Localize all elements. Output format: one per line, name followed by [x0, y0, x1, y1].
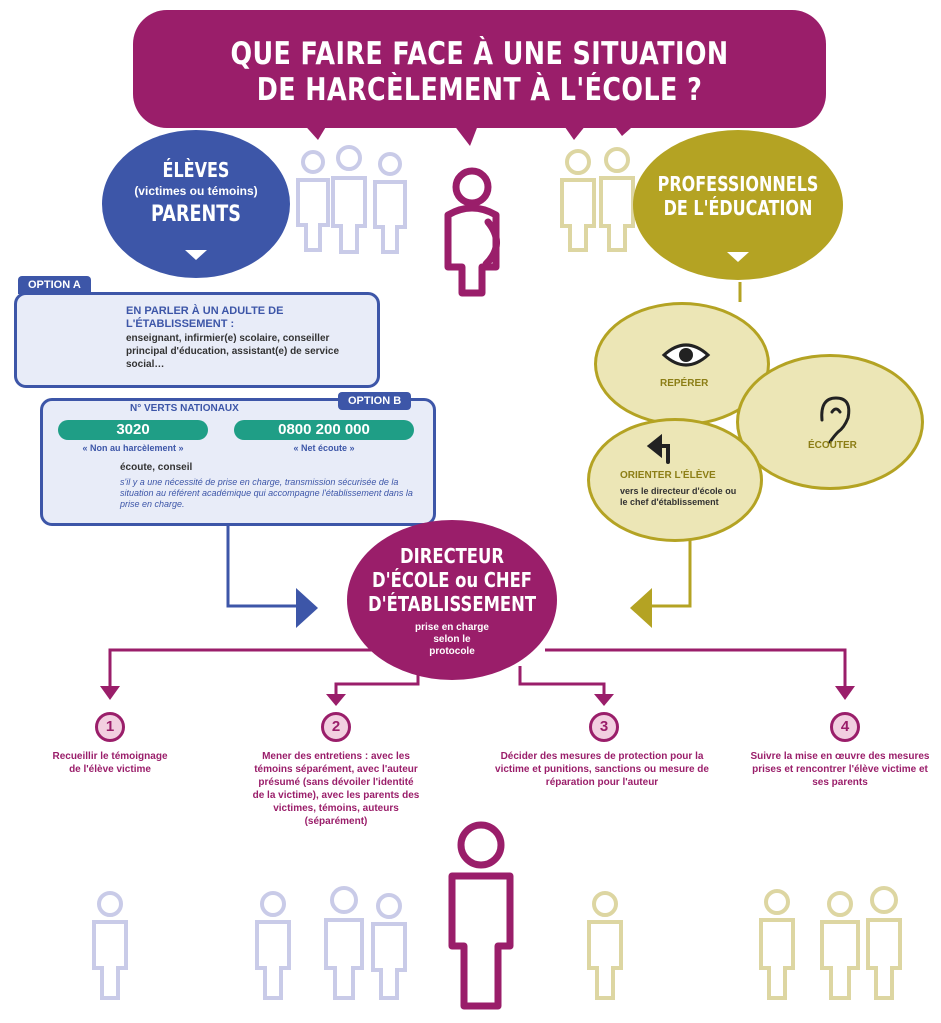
figures-students-top [296, 145, 407, 254]
title-bubble: QUE FAIRE FACE À UNE SITUATION DE HARCÈL… [133, 10, 826, 128]
title-line-1: QUE FAIRE FACE À UNE SITUATION [230, 36, 729, 72]
director-line-1: DIRECTEUR [400, 544, 504, 568]
phone-caption-net-ecoute: « Net écoute » [293, 443, 355, 453]
green-numbers-heading: N° VERTS NATIONAUX [130, 403, 239, 414]
students-pointer [185, 250, 207, 260]
option-b-text: s'il y a une nécessité de prise en charg… [120, 477, 413, 509]
arrow-right [296, 588, 318, 628]
option-b-tab: OPTION B [338, 392, 412, 410]
orient-label: ORIENTER L'ÉLÈVE [620, 470, 716, 481]
ear-icon [820, 396, 851, 444]
students-title: ÉLÈVES [162, 158, 230, 182]
staff-title-2: DE L'ÉDUCATION [663, 196, 813, 220]
connector-steps [108, 648, 847, 694]
figures-staff-top [560, 147, 635, 252]
option-a-tab: OPTION A [18, 276, 91, 294]
director-subtitle: prise en charge selon le protocole [415, 622, 489, 657]
step-2-number: 2 [321, 712, 351, 742]
director-figure [448, 821, 514, 1010]
phone-number-3020: 3020 [58, 420, 208, 440]
connector-staff [652, 282, 742, 608]
option-a-title: EN PARLER À UN ADULTE DE L'ÉTABLISSEMENT… [126, 305, 284, 330]
option-a-text: enseignant, infirmier(e) scolaire, conse… [126, 333, 340, 370]
option-b-box [40, 398, 436, 526]
director-circle: DIRECTEUR D'ÉCOLE ou CHEF D'ÉTABLISSEMEN… [347, 520, 557, 680]
step-4-text: Suivre la mise en œuvre des mesures pris… [750, 751, 930, 788]
phone-number-net-ecoute: 0800 200 000 [234, 420, 414, 440]
step-1-number: 1 [95, 712, 125, 742]
figures-students-bottom [92, 886, 407, 1000]
figures-staff-bottom [587, 886, 902, 1000]
victim-figure [444, 167, 500, 297]
staff-title-1: PROFESSIONNELS [657, 172, 819, 196]
parents-title: PARENTS [151, 202, 241, 227]
step-2-text: Mener des entretiens : avec les témoins … [252, 751, 420, 827]
orient-circle [587, 418, 763, 542]
step-3-text: Décider des mesures de protection pour l… [495, 751, 709, 788]
director-line-3: D'ÉTABLISSEMENT [367, 592, 537, 616]
connector-students [226, 526, 298, 608]
phone-caption-3020: « Non au harcèlement » [82, 443, 184, 453]
listen-advice: écoute, conseil [120, 462, 193, 473]
staff-pointer [727, 252, 749, 262]
listen-label: ÉCOUTER [808, 440, 857, 451]
arrow-left [630, 588, 652, 628]
step-3-number: 3 [589, 712, 619, 742]
spot-label: REPÉRER [660, 378, 709, 389]
eye-icon [661, 343, 711, 367]
step-1-text: Recueillir le témoignage de l'élève vict… [52, 751, 168, 775]
listen-circle [736, 354, 924, 490]
orient-text: vers le directeur d'école ou le chef d'é… [620, 486, 737, 507]
option-a-box [14, 292, 380, 388]
turn-arrow-icon [646, 433, 670, 464]
director-line-2: D'ÉCOLE ou CHEF [371, 568, 533, 592]
step-arrowheads [100, 686, 855, 706]
step-4-number: 4 [830, 712, 860, 742]
students-subtitle: (victimes ou témoins) [134, 184, 258, 198]
title-line-2: DE HARCÈLEMENT À L'ÉCOLE ? [256, 72, 703, 108]
